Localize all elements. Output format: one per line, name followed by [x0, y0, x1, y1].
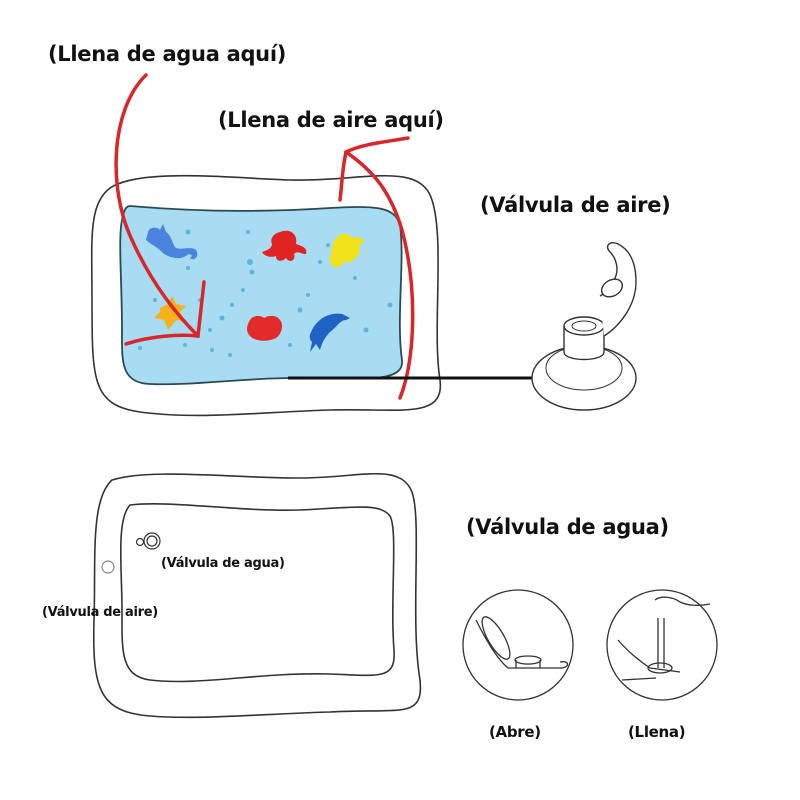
- inflatable-mat-top: [90, 174, 442, 417]
- fill-air-here-label: (Llena de aire aquí): [218, 108, 444, 132]
- octopus-icon: [262, 230, 307, 261]
- air-valve-small-label: (Válvula de aire): [42, 605, 158, 620]
- fill-air-arrow: [338, 136, 415, 400]
- inflatable-mat-bottom: [92, 472, 422, 719]
- fill-water-here-label: (Llena de agua aquí): [48, 42, 287, 66]
- step-fill-illustration: [606, 589, 718, 701]
- water-valve-title: (Válvula de agua): [466, 515, 669, 539]
- mat-outer-outline: [90, 174, 442, 417]
- air-valve-small-icon: [101, 560, 115, 574]
- water-valve-small-icon: [135, 532, 161, 550]
- seahorse-icon: [146, 224, 198, 260]
- step-open-label: (Abre): [489, 723, 541, 741]
- turtle-icon: [329, 233, 364, 268]
- mat-inner-outline: [119, 503, 395, 683]
- step-open-illustration: [462, 589, 574, 701]
- air-valve-title: (Válvula de aire): [480, 193, 671, 217]
- air-valve-illustration: [531, 242, 637, 411]
- water-valve-small-label: (Válvula de agua): [161, 556, 285, 571]
- mat-outer-outline: [92, 472, 422, 719]
- dolphin-icon: [309, 313, 350, 352]
- fill-water-arrow: [114, 73, 206, 346]
- bubbles: [138, 229, 393, 357]
- starfish-icon: [154, 296, 186, 330]
- fish-icon: [247, 315, 283, 341]
- step-fill-label: (Llena): [628, 723, 686, 741]
